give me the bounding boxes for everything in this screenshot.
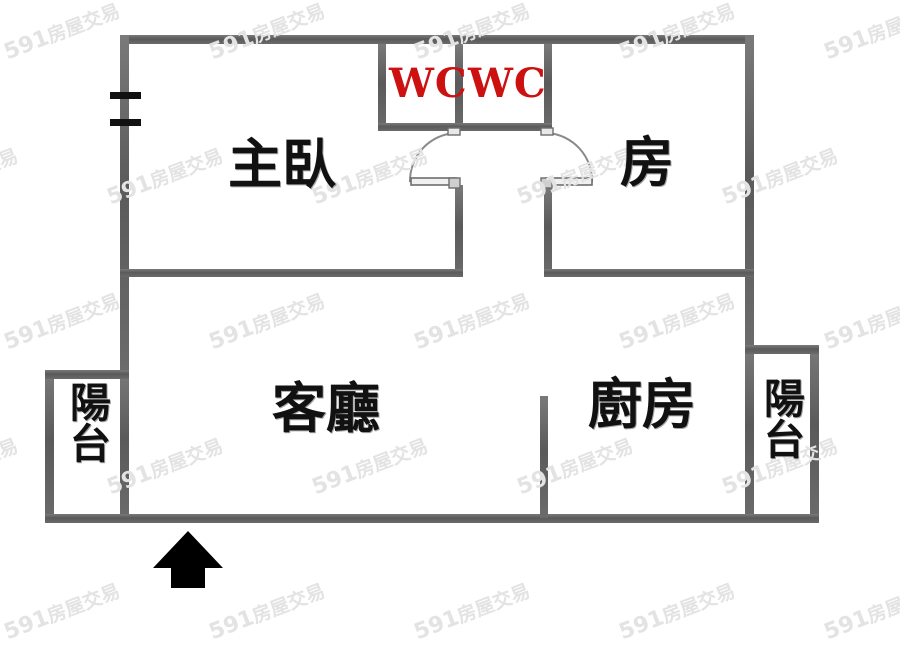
- wall-wc-bottom: [378, 123, 552, 131]
- balcony-left-walls: [45, 370, 129, 523]
- interior-walls: [120, 44, 754, 518]
- wall-top: [120, 35, 750, 44]
- wall-balcony-right-bottom: [745, 514, 819, 523]
- entrance-arrow: [153, 531, 223, 588]
- wall-bedroom-divider-right: [544, 185, 552, 277]
- wall-balcony-left-top: [45, 370, 129, 379]
- wall-mid-right: [544, 269, 754, 277]
- wall-kitchen-divider: [540, 396, 548, 518]
- door-wc-left: [408, 127, 461, 189]
- entrance-arrow-shape: [153, 531, 223, 588]
- door-wc-right-hinge: [540, 127, 554, 136]
- wall-balcony-right-top: [745, 345, 819, 354]
- wall-bedroom-divider-left: [455, 185, 463, 277]
- wall-right-lower: [745, 345, 754, 523]
- wall-left-upper: [120, 35, 129, 370]
- wall-wc-left-side: [378, 44, 386, 131]
- door-wc-right: [540, 127, 594, 189]
- balcony-right-walls: [745, 345, 819, 523]
- door-wc-right-jamb: [540, 177, 553, 189]
- door-wc-left-hinge: [447, 127, 461, 136]
- window-left-lower-icon: [110, 119, 141, 126]
- door-wc-left-arc: [408, 132, 456, 183]
- door-wc-left-jamb: [448, 177, 461, 189]
- outer-walls: [120, 35, 754, 523]
- wall-balcony-right-side: [810, 345, 819, 523]
- wall-balcony-left-side: [45, 370, 54, 523]
- wall-mid-left: [120, 269, 463, 277]
- wall-wc-right-side: [544, 44, 552, 131]
- wall-right-upper: [745, 35, 754, 347]
- door-wc-right-arc: [547, 132, 594, 183]
- windows: [110, 92, 141, 126]
- wall-left-lower: [120, 370, 129, 522]
- wall-balcony-left-bottom: [45, 514, 129, 523]
- wall-wc-divider: [455, 44, 463, 131]
- window-left-upper-icon: [110, 92, 141, 99]
- wall-bottom: [120, 514, 754, 523]
- door-wc-right-leaf: [545, 177, 593, 186]
